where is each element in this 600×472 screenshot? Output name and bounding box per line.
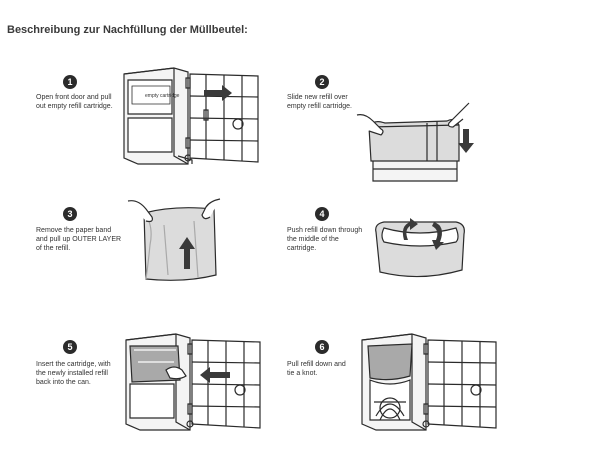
step-number-badge: 5 [63, 340, 77, 354]
step-caption: Slide new refill over empty refill cartr… [287, 93, 352, 111]
step-3-illustration [124, 195, 224, 285]
arrow-icon [204, 85, 232, 101]
caption-line: and pull up OUTER LAYER [36, 236, 122, 243]
caption-line: Pull refill down and [287, 361, 346, 368]
step-5-illustration [120, 332, 265, 432]
hand-icon [449, 103, 470, 127]
caption-line: cartridge. [287, 245, 317, 252]
caption-line: Remove the paper band [36, 227, 112, 234]
cartridge-label: empty cartridge [145, 93, 180, 99]
caption-line: the middle of the [287, 236, 339, 243]
caption-line: out empty refill cartridge. [36, 103, 113, 110]
arrow-icon [179, 237, 195, 269]
step-number-badge: 4 [315, 207, 329, 221]
step-6-illustration [356, 332, 501, 432]
step-1-illustration [118, 66, 268, 166]
arrow-icon [458, 129, 474, 153]
step-caption: Insert the cartridge, with the newly ins… [36, 360, 111, 387]
step-caption: Remove the paper band and pull up OUTER … [36, 226, 121, 253]
arrow-icon [432, 222, 444, 250]
hand-icon [202, 199, 220, 219]
arrow-icon [402, 218, 418, 240]
caption-line: the newly installed refill [36, 370, 108, 377]
caption-line: empty refill cartridge. [287, 103, 352, 110]
step-4-illustration [370, 218, 470, 284]
step-caption: Pull refill down and tie a knot. [287, 360, 346, 378]
arrow-icon [200, 367, 230, 383]
page-title: Beschreibung zur Nachfüllung der Müllbeu… [7, 24, 248, 36]
hand-icon [357, 115, 383, 135]
caption-line: of the refill. [36, 245, 71, 252]
step-caption: Open front door and pull out empty refil… [36, 93, 113, 111]
caption-line: Open front door and pull [36, 94, 112, 101]
hand-icon [166, 367, 186, 379]
caption-line: Insert the cartridge, with [36, 361, 111, 368]
hand-icon [128, 201, 152, 222]
caption-line: back into the can. [36, 379, 91, 386]
step-number-badge: 6 [315, 340, 329, 354]
step-number-badge: 2 [315, 75, 329, 89]
caption-line: Slide new refill over [287, 94, 348, 101]
caption-line: tie a knot. [287, 370, 318, 377]
step-number-badge: 3 [63, 207, 77, 221]
step-number-badge: 1 [63, 75, 77, 89]
step-caption: Push refill down through the middle of t… [287, 226, 362, 253]
caption-line: Push refill down through [287, 227, 363, 234]
step-2-illustration [355, 95, 474, 185]
